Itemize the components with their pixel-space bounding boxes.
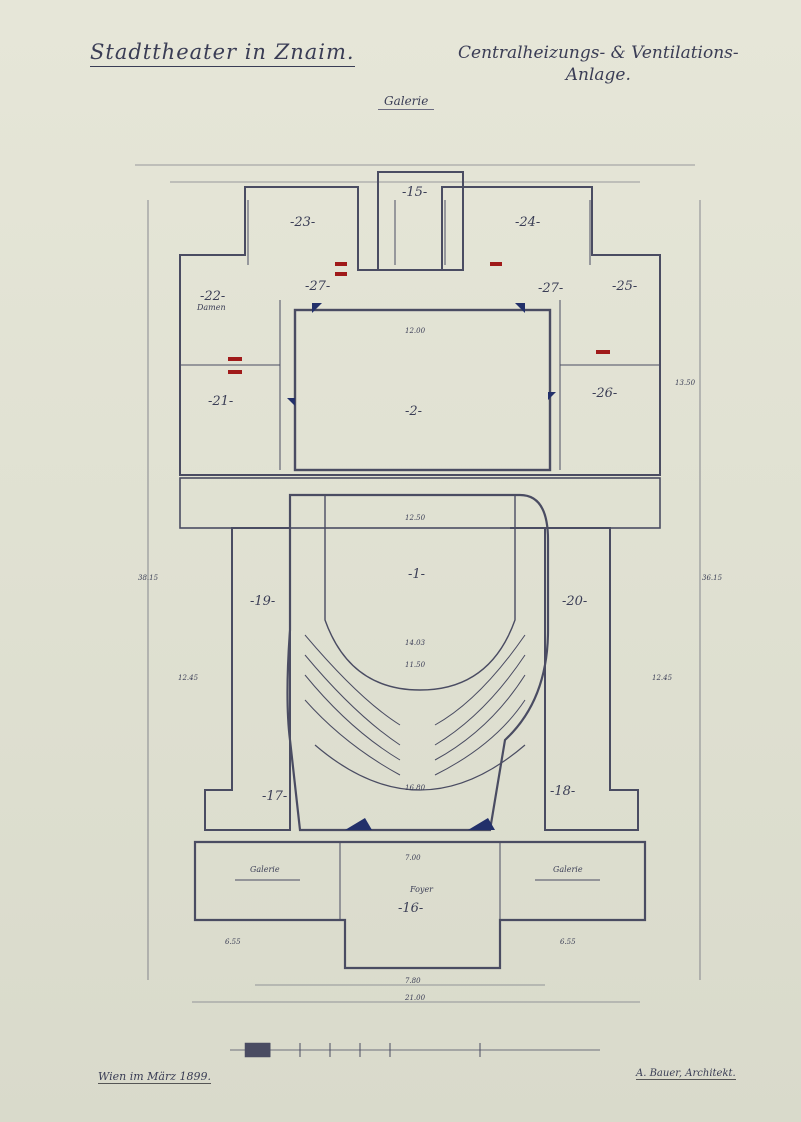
room-numbers: -1- -2- -15- -16- -17- -18- -19- -20- -2… <box>200 185 637 916</box>
room-22-label: -22- <box>200 289 225 304</box>
dimension-labels: 21.00 7.80 6.55 6.55 12.00 12.50 11.50 1… <box>138 327 723 1002</box>
dim-stage-width: 12.00 <box>405 327 426 335</box>
dim-overall-width: 21.00 <box>404 994 426 1002</box>
place-date: Wien im März 1899. <box>98 1070 212 1084</box>
dim-aud-inner: 11.50 <box>405 661 426 669</box>
room-23-label: -23- <box>290 215 315 230</box>
dim-hall: 7.00 <box>405 854 421 862</box>
architect-signature: A. Bauer, Architekt. <box>636 1068 736 1080</box>
heading-line-1: Centralheizungs- & Ventilations- <box>458 43 739 63</box>
dim-left-wing: 6.55 <box>225 938 241 946</box>
vent-markers <box>228 262 610 830</box>
plan-linework <box>135 164 701 1058</box>
dim-aud-depth: 14.03 <box>405 639 426 647</box>
room-27a-label: -27- <box>305 279 330 294</box>
dim-height-left: 38.15 <box>138 574 159 582</box>
dim-aud-front: 16.80 <box>405 784 426 792</box>
drawing-heading: Centralheizungs- & Ventilations- Anlage. <box>458 42 739 86</box>
heading-line-2: Anlage. <box>565 65 631 85</box>
dim-foyer-width: 7.80 <box>405 977 421 985</box>
room-20-label: -20- <box>562 594 587 609</box>
gallerie-right-label: Galerie <box>553 865 583 874</box>
floor-label: Galerie <box>378 94 435 110</box>
room-15-label: -15- <box>402 185 427 200</box>
dim-aud-width: 12.50 <box>405 514 426 522</box>
room-19-label: -19- <box>250 594 275 609</box>
gallerie-left-label: Galerie <box>250 865 280 874</box>
room-21-label: -21- <box>208 394 233 409</box>
room-18-label: -18- <box>550 784 575 799</box>
room-1-label: -1- <box>408 567 425 582</box>
dim-wing-left: 12.45 <box>178 674 199 682</box>
room-27b-label: -27- <box>538 281 563 296</box>
room-24-label: -24- <box>515 215 540 230</box>
room-names: Damen Galerie Galerie Foyer <box>196 303 583 894</box>
dim-right-wing: 6.55 <box>560 938 576 946</box>
dim-wing-right: 12.45 <box>652 674 673 682</box>
dim-stage-depth: 13.50 <box>675 379 696 387</box>
room-16-label: -16- <box>398 901 423 916</box>
drawing-title: Stadttheater in Znaim. <box>90 40 355 67</box>
foyer-label: Foyer <box>409 885 434 894</box>
damen-label: Damen <box>196 303 226 312</box>
room-26-label: -26- <box>592 386 617 401</box>
room-25-label: -25- <box>612 279 637 294</box>
room-2-label: -2- <box>405 404 422 419</box>
room-17-label: -17- <box>262 789 287 804</box>
dim-height-right: 36.15 <box>702 574 723 582</box>
